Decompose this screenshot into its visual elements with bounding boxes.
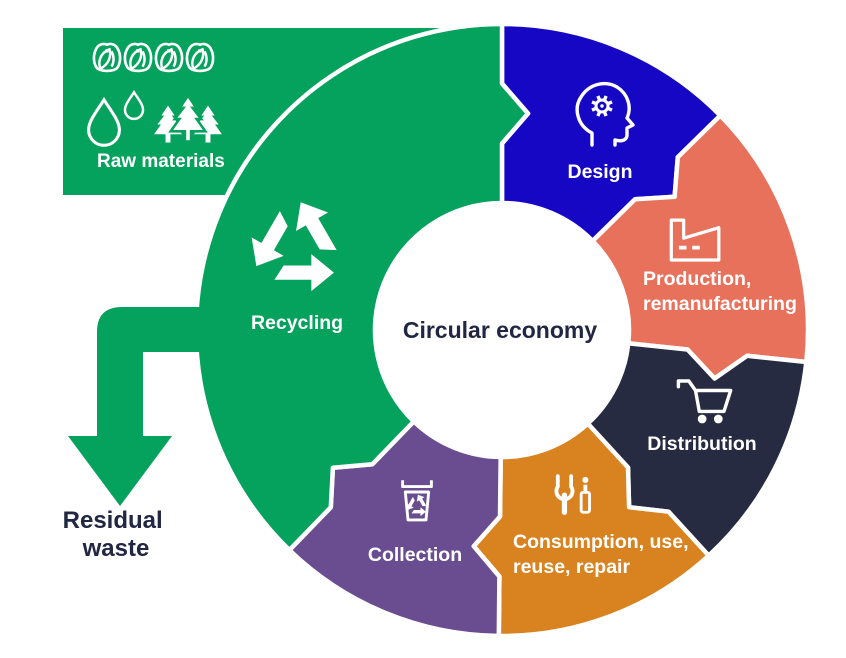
residual-waste-arrow-icon <box>68 307 210 506</box>
segment-distribution-label: Distribution <box>647 433 756 455</box>
corn-icon <box>154 42 184 73</box>
raw-materials-label: Raw materials <box>97 151 225 172</box>
head-gear-icon <box>575 81 635 147</box>
segment-recycling-label: Recycling <box>251 312 343 334</box>
raw-materials-icons <box>87 42 222 147</box>
segment-production-label: Production,remanufacturing <box>643 268 797 315</box>
center-circle <box>375 203 629 457</box>
recycle-icon <box>251 202 337 292</box>
segment-collection: Collection <box>287 419 503 639</box>
bin-recycle-icon <box>401 480 433 522</box>
corn-icon <box>92 42 122 73</box>
trees-icon <box>154 93 222 143</box>
segment-collection-label: Collection <box>368 544 462 566</box>
segment-distribution: Distribution <box>585 341 809 558</box>
residual-waste: Residual waste <box>63 307 210 562</box>
factory-icon <box>669 218 721 262</box>
center-label: Circular economy <box>403 317 597 343</box>
cart-icon <box>676 379 733 424</box>
corn-icon <box>123 42 153 73</box>
corn-icon <box>185 42 215 73</box>
residual-waste-label: Residual waste <box>63 507 170 562</box>
water-drops-icon <box>87 89 145 147</box>
segment-consumption-label: Consumption, use,reuse, repair <box>513 531 689 578</box>
circular-economy-donut: DesignProduction,remanufacturingDistribu… <box>193 21 811 639</box>
segment-design-label: Design <box>567 161 632 183</box>
tools-icon <box>554 474 591 515</box>
